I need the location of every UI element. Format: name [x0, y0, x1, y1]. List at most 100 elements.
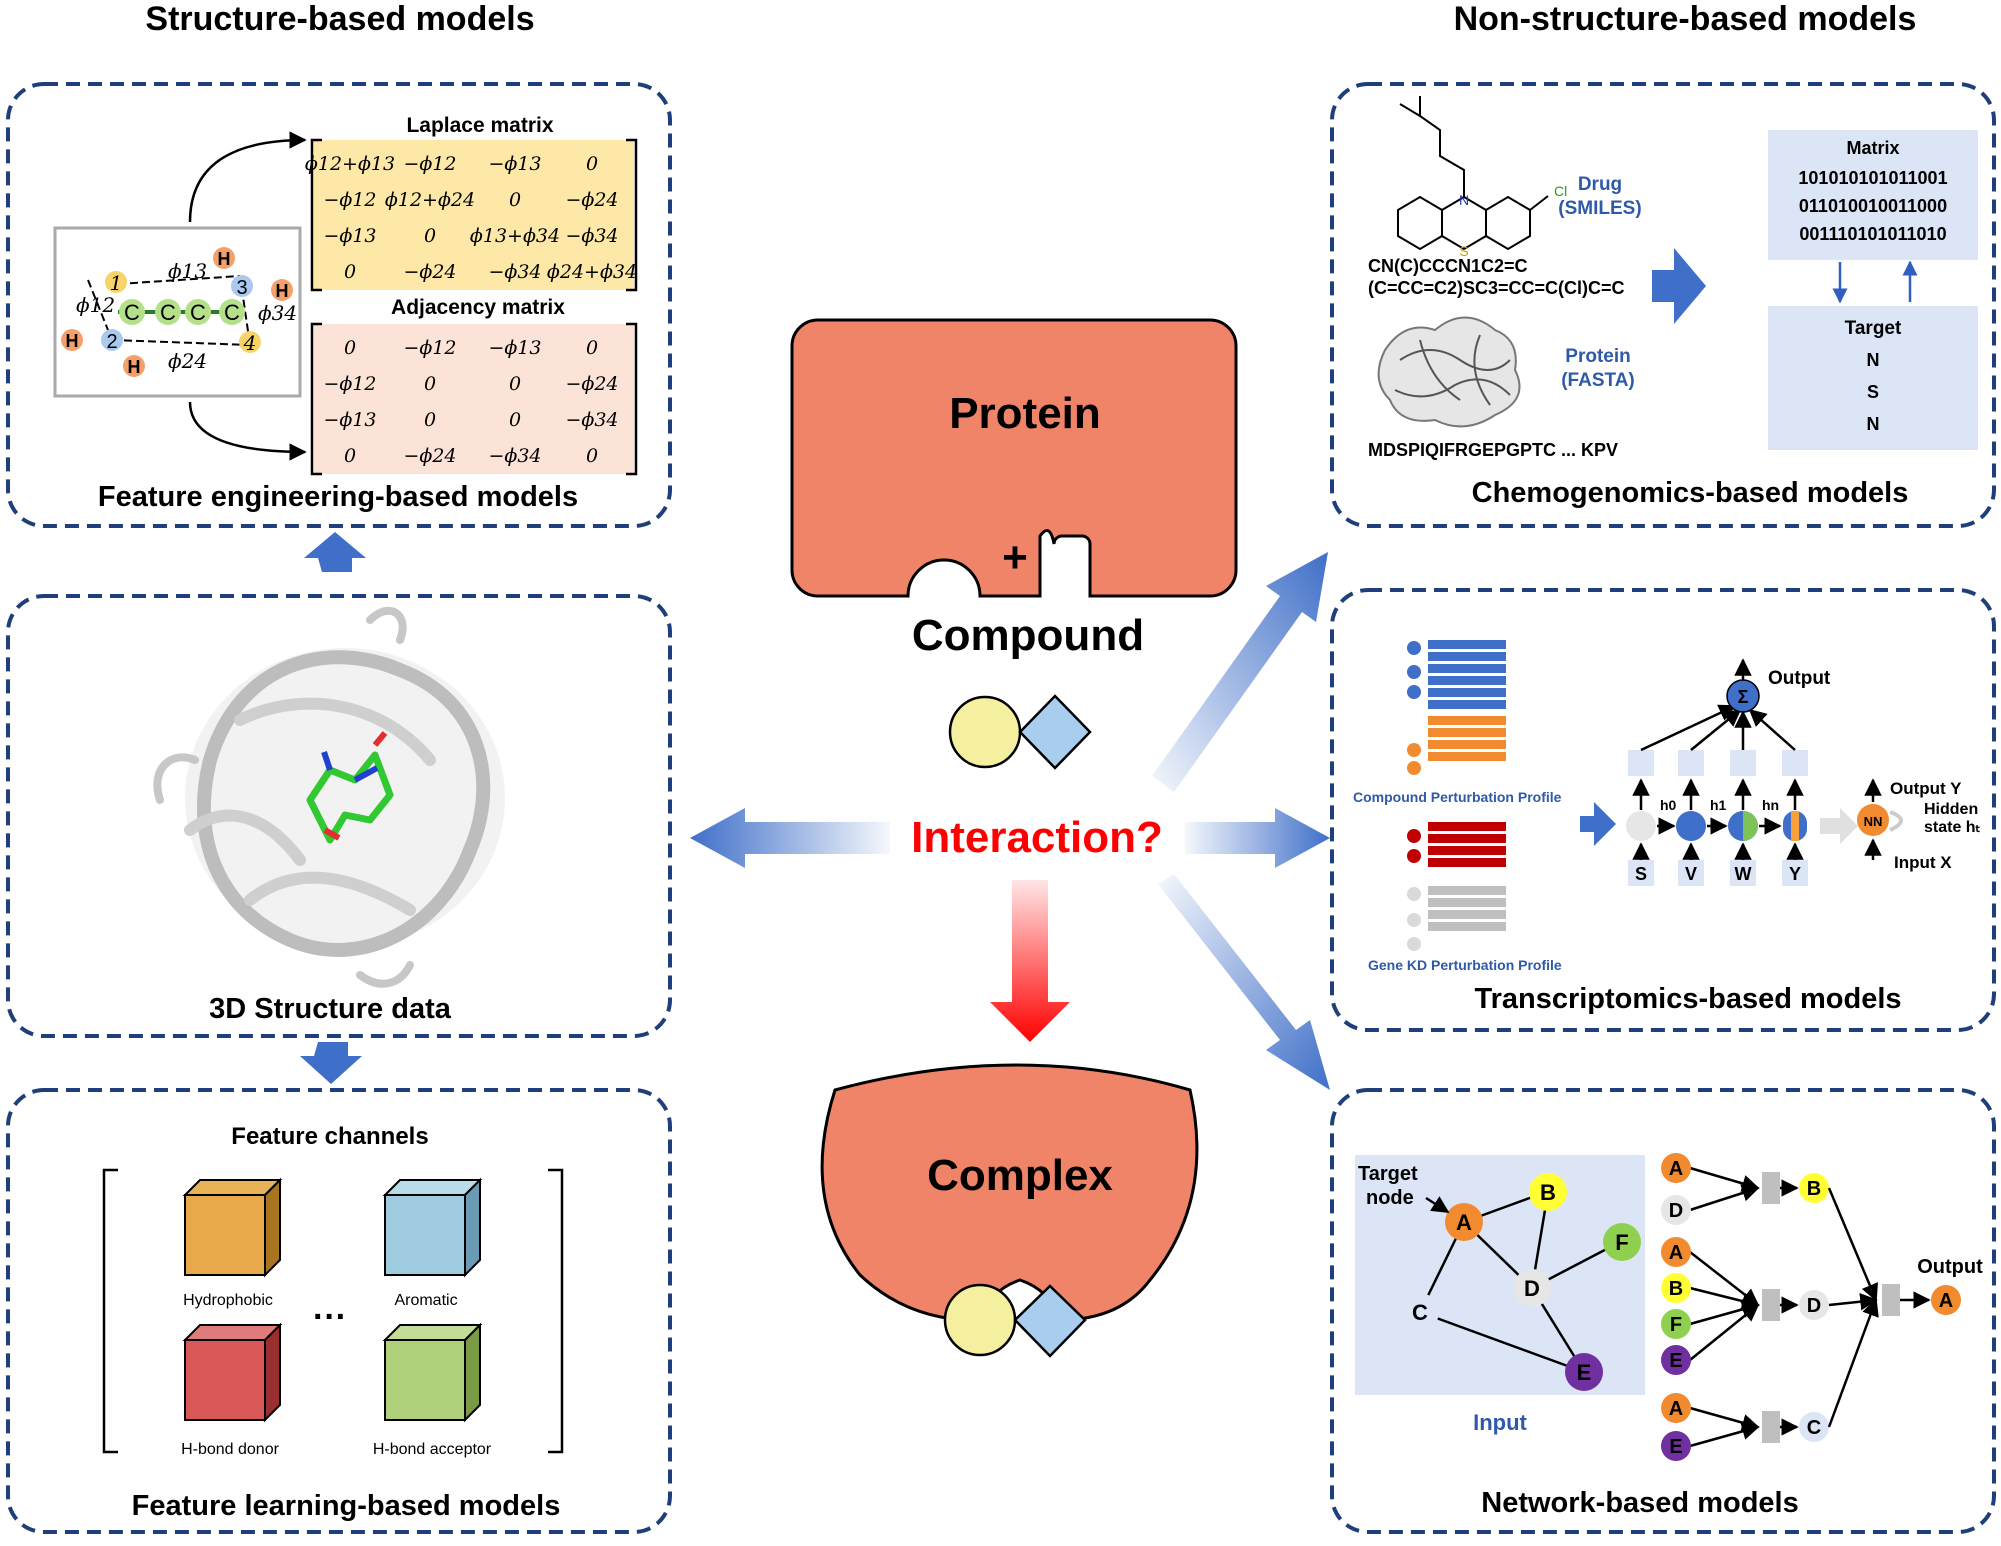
adjacency-cell: 0	[509, 373, 521, 395]
gene-profile-label: Gene KD Perturbation Profile	[1368, 957, 1562, 973]
svg-text:Cl: Cl	[1554, 183, 1567, 199]
target-panel	[1768, 306, 1978, 450]
net-node-c: C	[1412, 1300, 1428, 1325]
caption-chemogenomics: Chemogenomics-based models	[1472, 477, 1909, 509]
svg-text:H: H	[218, 249, 231, 269]
matrix-row-2: 011010010011000	[1799, 196, 1947, 216]
arrow-to-structure	[690, 808, 890, 868]
adjacency-cell: 0	[344, 445, 356, 467]
arrow-to-network	[1158, 874, 1330, 1090]
arrow-to-rnn	[1580, 802, 1616, 846]
rnn-input-s: S	[1635, 864, 1647, 884]
perturbation-bar	[1428, 688, 1506, 697]
channel-label-aromatic: Aromatic	[394, 1292, 457, 1309]
panel-chemogenomics	[1330, 82, 1996, 528]
agg-input-label: E	[1669, 1436, 1682, 1458]
agg-input-label: B	[1669, 1278, 1683, 1300]
arrow-to-transcriptomics	[1185, 808, 1330, 868]
panel-network	[1330, 1088, 1996, 1534]
net-node-f: F	[1615, 1230, 1628, 1255]
protein-label: Protein	[949, 389, 1101, 438]
svg-text:ϕ12: ϕ12	[76, 293, 115, 317]
caption-3d-structure: 3D Structure data	[209, 993, 452, 1025]
panel-3d-structure	[6, 594, 672, 1038]
panel-feature-learning	[6, 1088, 672, 1534]
protein-fasta-format: (FASTA)	[1561, 370, 1635, 391]
agg-input-node	[1661, 1153, 1691, 1183]
target-row-3: N	[1867, 414, 1880, 434]
perturbation-bar	[1428, 728, 1506, 737]
arrow-down-left	[300, 1042, 362, 1084]
net-node-b: B	[1540, 1180, 1556, 1205]
output-y-label: Output Y	[1890, 779, 1962, 798]
laplace-cell: ϕ13+ϕ34	[470, 225, 560, 247]
laplace-cell: 0	[586, 153, 598, 175]
matrix-row-1: 101010101011001	[1798, 168, 1947, 188]
nn-label: NN	[1864, 814, 1883, 829]
svg-text:H: H	[276, 281, 289, 301]
svg-text:C: C	[160, 300, 176, 325]
perturbation-bar	[1428, 740, 1506, 749]
target-row-1: N	[1867, 350, 1880, 370]
perturbation-bar	[1428, 886, 1506, 895]
svg-text:ϕ34: ϕ34	[258, 301, 297, 325]
agg-input-label: E	[1669, 1350, 1682, 1372]
agg-edge	[1689, 1422, 1760, 1448]
adjacency-cell: −ϕ12	[403, 337, 456, 359]
perturbation-dot	[1407, 937, 1421, 951]
perturbation-dot	[1407, 887, 1421, 901]
compound-circle	[948, 695, 1022, 769]
agg-output-node	[1799, 1290, 1829, 1320]
matrix-row-3: 001110101011010	[1799, 224, 1946, 244]
protein-fasta-label: Protein	[1565, 346, 1630, 367]
svg-text:C: C	[124, 300, 140, 325]
target-row-2: S	[1867, 382, 1879, 402]
agg-input-label: A	[1669, 1158, 1683, 1180]
matrix-panel	[1768, 130, 1978, 260]
laplace-cell: ϕ12+ϕ13	[305, 153, 395, 175]
laplace-cell: ϕ12+ϕ24	[385, 189, 475, 211]
agg-output-node	[1799, 1412, 1829, 1442]
smiles-line-2: (C=CC=C2)SC3=CC=C(Cl)C=C	[1368, 278, 1625, 298]
agg-edge	[1689, 1303, 1760, 1361]
agg-output-label: B	[1807, 1178, 1821, 1200]
aggregator-block	[1762, 1289, 1780, 1321]
caption-network: Network-based models	[1481, 1487, 1798, 1519]
perturbation-bar	[1428, 846, 1506, 855]
final-edge	[1827, 1298, 1879, 1428]
final-output-node	[1931, 1285, 1961, 1315]
adjacency-matrix	[314, 324, 634, 474]
smiles-line-1: CN(C)CCCN1C2=C	[1368, 256, 1528, 276]
perturbation-bar	[1428, 752, 1506, 761]
cube-hbond-acceptor	[382, 1322, 483, 1423]
laplace-cell: −ϕ12	[323, 189, 376, 211]
cube-hbond-donor	[182, 1322, 283, 1423]
perturbation-dot	[1407, 743, 1421, 757]
rnn-h0: h0	[1660, 797, 1677, 813]
channel-ellipsis: ···	[313, 1298, 347, 1336]
perturbation-bar	[1428, 858, 1506, 867]
laplace-cell: 0	[509, 189, 521, 211]
perturbation-dot	[1407, 761, 1421, 775]
channel-label-hbond-donor: H-bond donor	[181, 1441, 280, 1458]
plus-sign: +	[1002, 533, 1028, 582]
target-node-label-1: Target	[1358, 1163, 1418, 1185]
adjacency-cell: −ϕ24	[565, 373, 618, 395]
complex-compound-circle	[943, 1283, 1017, 1357]
adjacency-cell: 0	[424, 409, 436, 431]
perturbation-bar	[1428, 676, 1506, 685]
aggregator-block	[1762, 1411, 1780, 1443]
feature-channels-title: Feature channels	[231, 1123, 428, 1150]
perturbation-bar	[1428, 640, 1506, 649]
svg-text:H: H	[128, 357, 141, 377]
adjacency-title: Adjacency matrix	[391, 296, 565, 319]
agg-input-node	[1661, 1195, 1691, 1225]
target-node-label-2: node	[1366, 1187, 1414, 1209]
laplace-matrix	[314, 140, 634, 290]
hidden-state-label-1: Hidden	[1924, 801, 1978, 818]
channel-label-hbond-acceptor: H-bond acceptor	[373, 1441, 492, 1458]
net-node-e: E	[1577, 1360, 1592, 1385]
agg-input-label: A	[1669, 1242, 1683, 1264]
